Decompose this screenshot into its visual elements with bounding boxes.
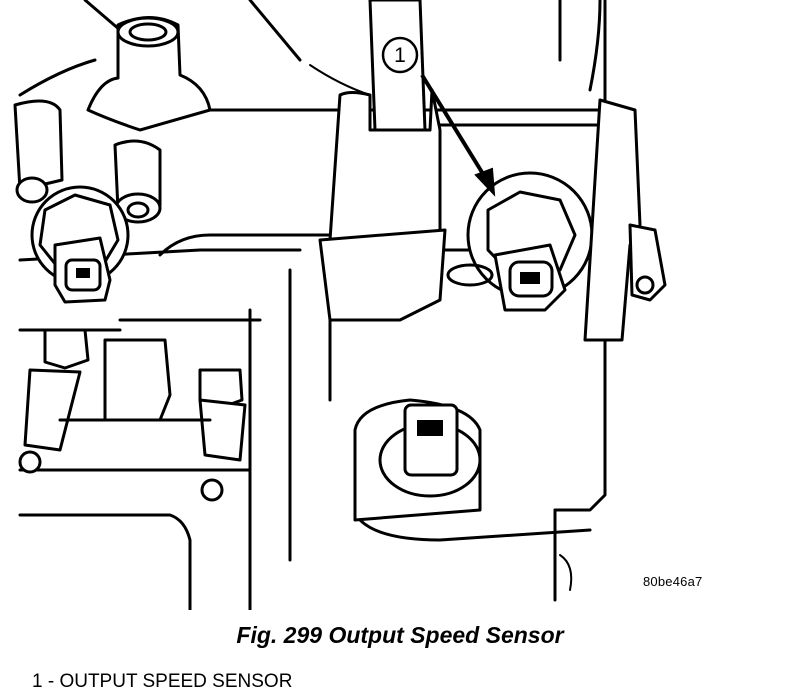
callout-arrowhead [474, 167, 496, 197]
valve-body-bolts [18, 328, 247, 502]
left-speed-sensor [30, 185, 130, 304]
callout-number: 1 [394, 44, 406, 67]
figure-caption: Fig. 299 Output Speed Sensor [236, 622, 564, 648]
output-speed-sensor [446, 171, 594, 312]
line-drawing-figure: 1 80be46a7 [13, 0, 703, 610]
center-tube-bracket [318, 0, 447, 322]
left-fitting [13, 16, 212, 224]
callout-circle [381, 36, 419, 74]
callout-arrow-line [420, 73, 490, 184]
legend-item-1: 1 - OUTPUT SPEED SENSOR [32, 671, 293, 692]
transmission-housing-drawing: 1 [13, 0, 667, 610]
right-bracket [583, 98, 667, 342]
figure-id-label: 80be46a7 [643, 574, 703, 589]
lower-connector [353, 398, 482, 522]
callout-1: 1 [381, 36, 496, 197]
